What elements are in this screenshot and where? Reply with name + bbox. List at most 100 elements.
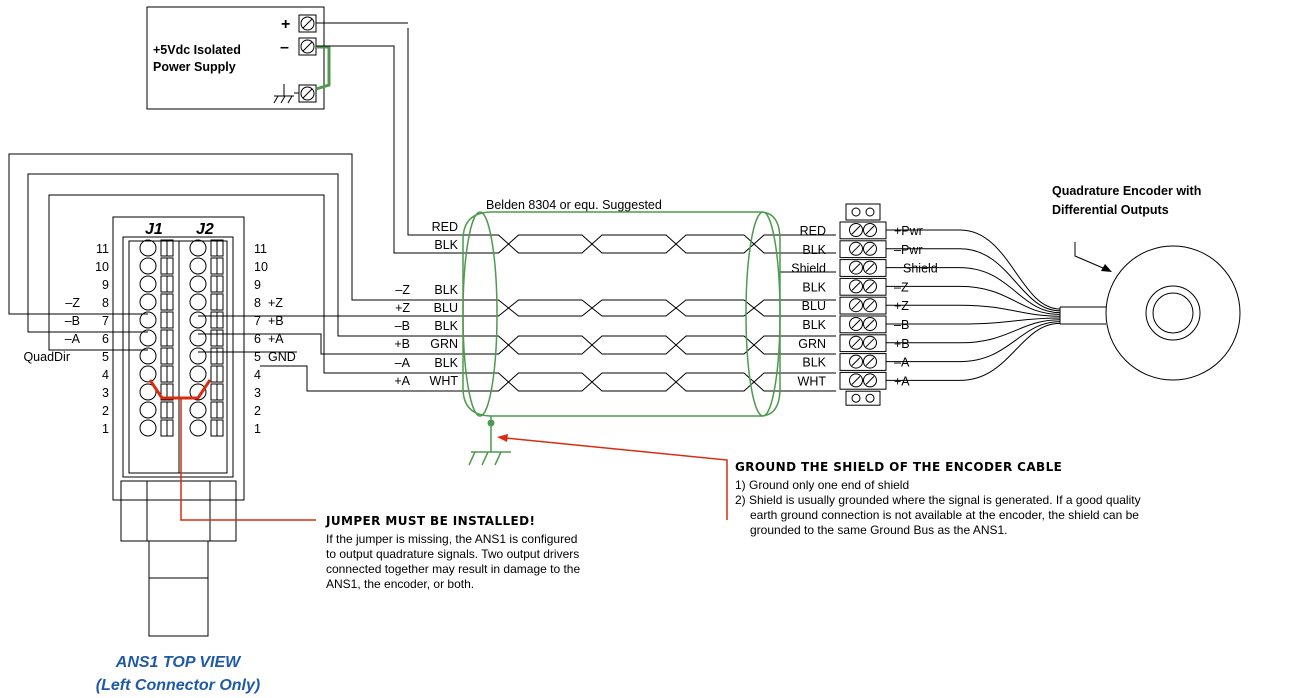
encoder-cable-gland [1059, 306, 1106, 325]
terminal-screw [863, 354, 877, 369]
terminal-screw [849, 354, 863, 369]
terminal-wire-color: WHT [798, 374, 827, 388]
encoder-wire [886, 317, 1061, 325]
terminal-wire-color: RED [800, 224, 826, 238]
cable-conductor [634, 299, 718, 317]
pin-socket [139, 239, 157, 257]
j2-signal-label: GND [268, 350, 296, 364]
encoder-shaft [1152, 292, 1194, 334]
encoder-body [1105, 245, 1241, 381]
cable-conductor [550, 299, 634, 317]
encoder-shaft-ring [1145, 285, 1201, 341]
j1-pin-number: 9 [102, 278, 109, 292]
power-supply-ground-strap [315, 45, 331, 91]
j1-signal-label: –Z [65, 296, 80, 310]
wire-plus-a [260, 365, 467, 392]
terminal-signal-label: –Z [894, 280, 909, 294]
cable-conductor [634, 335, 718, 355]
terminal-screw [849, 298, 863, 313]
terminal-signal-label: +B [894, 337, 910, 351]
minus-terminal-screw [298, 37, 317, 56]
cable-signal-label: +B [394, 337, 410, 351]
connector-wires [8, 22, 467, 392]
terminal-position [839, 277, 887, 296]
terminal-wire-color: Shield [791, 262, 826, 276]
pin-socket [189, 419, 207, 437]
plus-terminal-screw [298, 14, 317, 33]
pin-socket [189, 383, 207, 401]
cable-conductor [467, 299, 550, 317]
connector-latch [148, 540, 209, 579]
j2-pin-number: 3 [254, 386, 261, 400]
terminal-wire-color: BLK [802, 280, 826, 294]
j2-pin-number: 2 [254, 404, 261, 418]
pin-socket [189, 401, 207, 419]
pin-socket [139, 293, 157, 311]
terminal-signal-label: +Pwr [894, 224, 923, 238]
terminal-wire-color: BLK [802, 318, 826, 332]
terminal-screw [863, 260, 877, 275]
pin-socket [189, 365, 207, 383]
j2-pin-number: 8 [254, 296, 261, 310]
encoder-wire [886, 321, 1061, 363]
chassis-ground-icon [273, 84, 299, 104]
shield-note-heading: GROUND THE SHIELD OF THE ENCODER CABLE [735, 460, 1062, 474]
shield-note-line: earth ground connection is not available… [750, 508, 1139, 522]
cable-signal-label: –A [395, 356, 411, 370]
power-supply: +5Vdc Isolated Power Supply + – [146, 6, 331, 110]
encoder-wire [886, 248, 1061, 312]
pin-socket [139, 347, 157, 365]
j2-pin-number: 1 [254, 422, 261, 436]
cable-conductor [467, 372, 550, 392]
j1-signal-label: QuadDir [23, 350, 70, 364]
pin-socket [139, 419, 157, 437]
terminal-screw [849, 223, 863, 237]
j1-pin-number: 4 [102, 368, 109, 382]
terminal-signal-label: –Pwr [894, 243, 922, 257]
wire-minus-a [48, 194, 467, 374]
encoder-wire [886, 304, 1061, 317]
encoder-wire [886, 322, 1061, 381]
terminal-wire-color: GRN [798, 337, 826, 351]
cable-color-label: RED [432, 220, 458, 234]
cable-conductor [467, 335, 550, 355]
terminal-screw [849, 279, 863, 294]
cable-color-label: GRN [430, 337, 458, 351]
cable-shield [462, 211, 781, 417]
j1-pin-number: 7 [102, 314, 109, 328]
terminal-position [839, 371, 887, 390]
encoder-pointer-line [1074, 242, 1111, 272]
cable-conductor [718, 335, 790, 355]
jumper-callout-line [180, 398, 316, 521]
j2-signal-label: +A [268, 332, 284, 346]
pin-socket [189, 275, 207, 293]
encoder-wire [886, 319, 1061, 344]
cable-signal-label: +Z [395, 301, 410, 315]
power-supply-label-line2: Power Supply [153, 60, 236, 74]
pin-socket [189, 257, 207, 275]
power-supply-label-line1: +5Vdc Isolated [153, 43, 241, 57]
pin-socket [139, 275, 157, 293]
cable-conductor [550, 335, 634, 355]
terminal-screw [849, 317, 863, 331]
encoder-title-line2: Differential Outputs [1052, 203, 1169, 217]
connector-plug [120, 480, 237, 542]
shield-note-line: grounded to the same Ground Bus as the A… [750, 523, 1008, 537]
cable-color-label: BLK [434, 356, 458, 370]
j2-pin-number: 7 [254, 314, 261, 328]
pin-socket [189, 293, 207, 311]
right-pin-column [189, 239, 224, 437]
terminal-wire-color: BLK [802, 356, 826, 370]
ground-terminal-screw [298, 84, 317, 103]
encoder-wire-fanout [886, 229, 1061, 381]
jumper-note-line: If the jumper is missing, the ANS1 is co… [326, 532, 577, 546]
terminal-screw [863, 241, 877, 256]
terminal-screw [863, 317, 877, 331]
terminal-screw [849, 260, 863, 275]
terminal-wire-color: BLK [802, 243, 826, 257]
shield-callout-line [504, 437, 728, 520]
